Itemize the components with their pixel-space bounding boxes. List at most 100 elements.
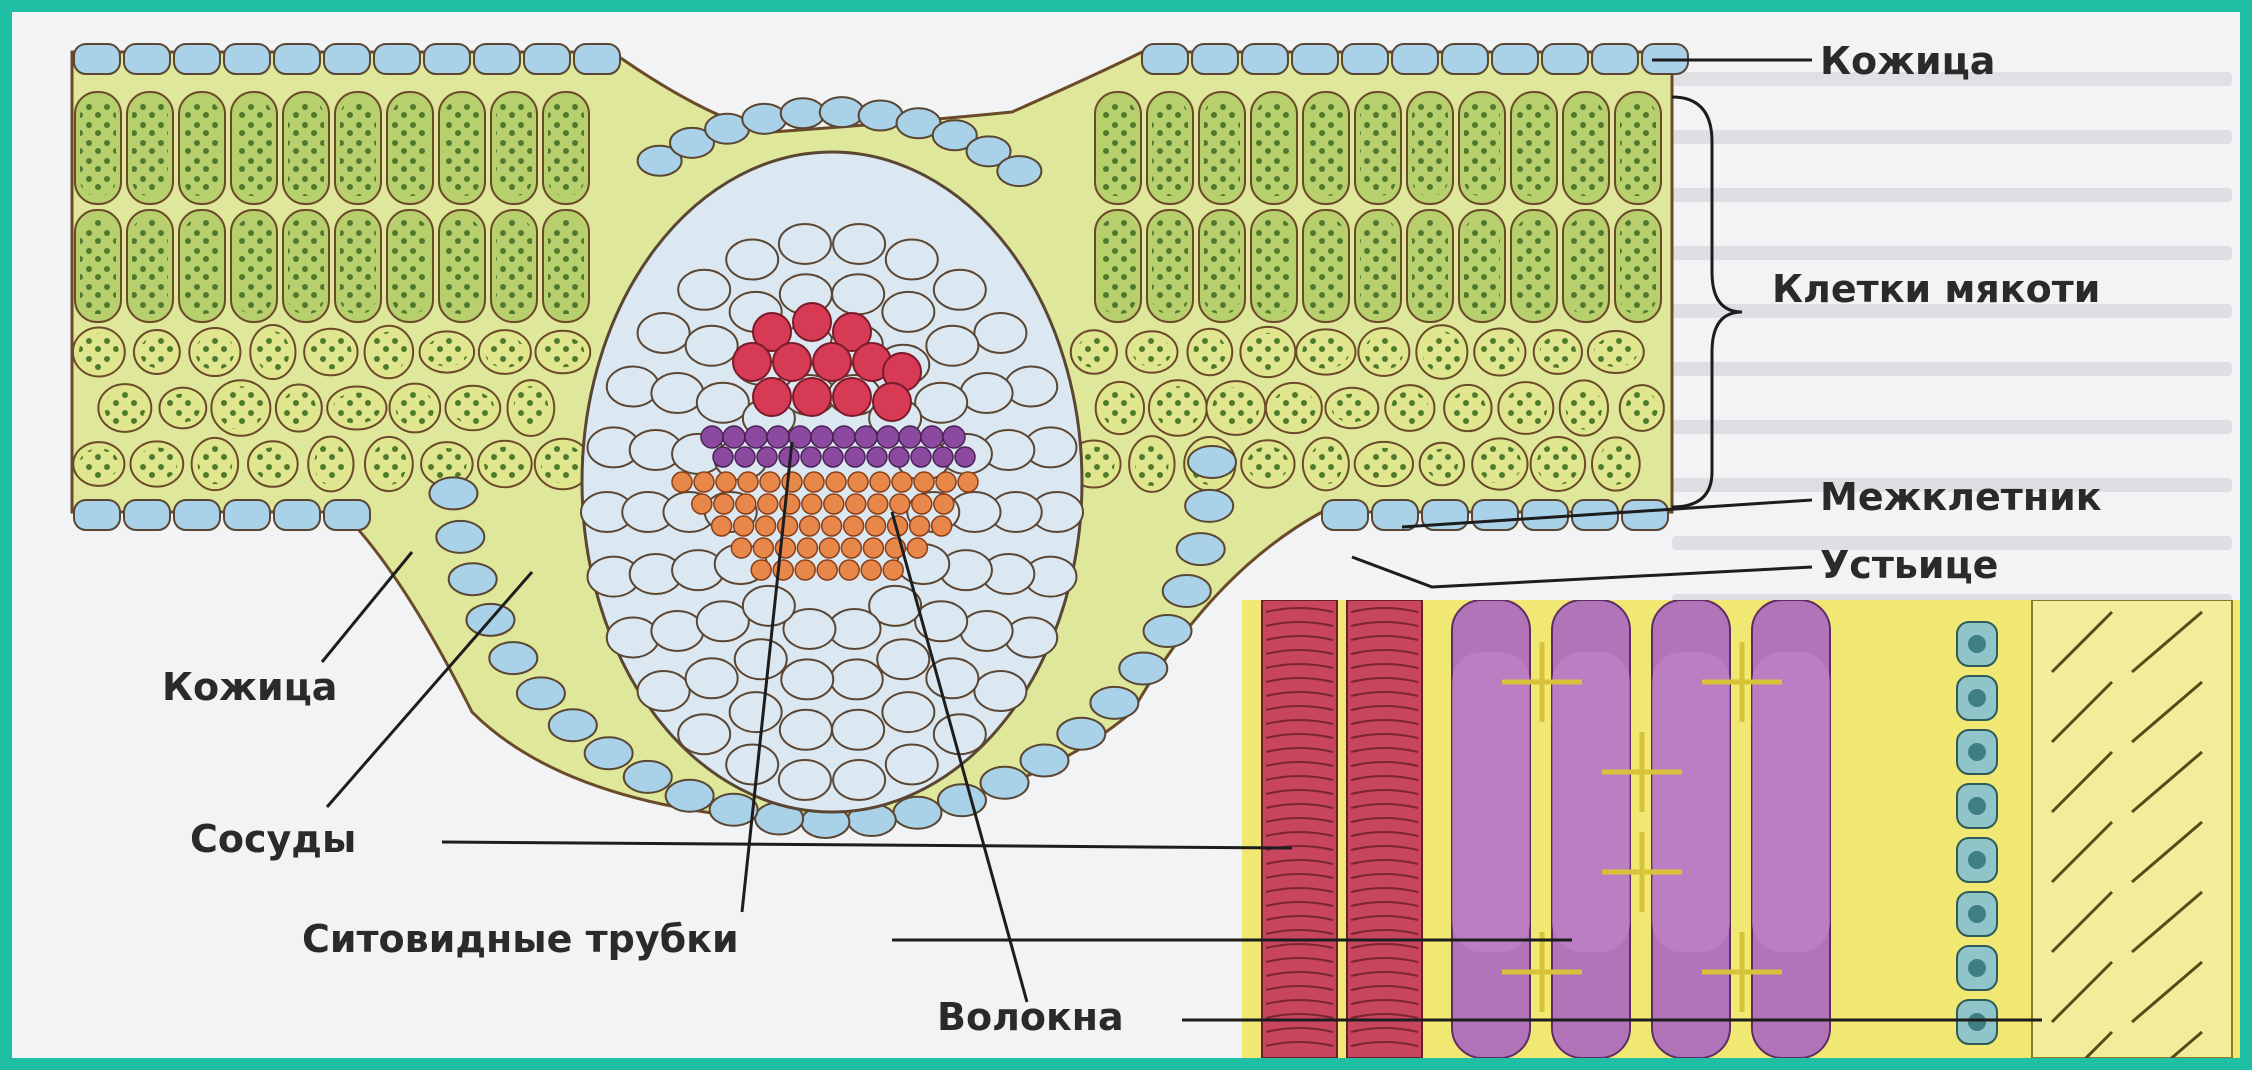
- companion-nucleus: [1968, 743, 1986, 761]
- fiber-cell: [760, 472, 780, 492]
- epidermis-cell: [1177, 533, 1225, 565]
- fiber-cell: [782, 472, 802, 492]
- chloroplasts: [1309, 444, 1343, 485]
- sieve-tube-cell: [943, 426, 965, 448]
- sheath-cell: [886, 240, 938, 280]
- sieve-tube-cell: [767, 426, 789, 448]
- epidermis-cell: [1542, 44, 1588, 74]
- chloroplasts: [1331, 394, 1372, 422]
- label-stoma: Устьице: [1820, 543, 1998, 587]
- chloroplasts: [256, 331, 289, 373]
- xylem-vessel: [873, 383, 911, 421]
- sieve-tube-cell: [911, 447, 931, 467]
- chloroplasts: [513, 386, 548, 430]
- chloroplasts: [184, 100, 220, 196]
- fiber-cell: [822, 516, 842, 536]
- epidermis-cell: [524, 44, 570, 74]
- fiber-cell: [910, 516, 930, 536]
- epidermis-cell: [1592, 44, 1638, 74]
- label-vessels: Сосуды: [190, 817, 356, 861]
- companion-nucleus: [1968, 635, 1986, 653]
- fiber-cell: [826, 472, 846, 492]
- sheath-cell: [974, 313, 1026, 353]
- chloroplasts: [1204, 100, 1240, 196]
- fiber-cell: [890, 494, 910, 514]
- sheath-cell: [833, 224, 885, 264]
- sheath-cell: [882, 692, 934, 732]
- epidermis-cell: [781, 98, 825, 128]
- chloroplasts: [288, 218, 324, 314]
- epidermis-cell: [424, 44, 470, 74]
- chloroplasts: [282, 390, 316, 425]
- label-intercellular: Межклетник: [1820, 475, 2102, 519]
- chloroplasts: [1626, 391, 1658, 425]
- sheath-cell: [638, 671, 690, 711]
- xylem-vessel: [733, 343, 771, 381]
- fiber-cell: [736, 494, 756, 514]
- chloroplasts: [1246, 333, 1289, 371]
- epidermis-cell: [1090, 687, 1138, 719]
- bg-line: [1672, 130, 2232, 144]
- sheath-cell: [877, 639, 929, 679]
- sieve-tube-cell: [713, 447, 733, 467]
- chloroplasts: [1360, 100, 1396, 196]
- epidermis-cell: [1342, 44, 1388, 74]
- fiber-cell: [846, 494, 866, 514]
- epidermis-cell: [1522, 500, 1568, 530]
- fiber-cell: [734, 516, 754, 536]
- chloroplasts: [1212, 387, 1259, 429]
- epidermis-cell: [1492, 44, 1538, 74]
- sieve-tube-cell: [723, 426, 745, 448]
- xylem-vessel: [793, 378, 831, 416]
- epidermis-cell: [74, 44, 120, 74]
- chloroplasts: [79, 334, 119, 371]
- epidermis-cell: [1185, 490, 1233, 522]
- chloroplasts: [340, 218, 376, 314]
- epidermis-cell: [1020, 744, 1068, 776]
- sheath-cell: [697, 383, 749, 423]
- fiber-cell: [797, 538, 817, 558]
- fiber-cell: [817, 560, 837, 580]
- chloroplasts: [1247, 446, 1288, 482]
- chloroplasts: [1620, 100, 1656, 196]
- fiber-cell: [775, 538, 795, 558]
- chloroplasts: [165, 394, 200, 423]
- chloroplasts: [1364, 334, 1403, 370]
- chloroplasts: [310, 335, 351, 370]
- label-sieve-tubes: Ситовидные трубки: [302, 917, 739, 961]
- sieve-tube-cell: [811, 426, 833, 448]
- epidermis-cell: [1142, 44, 1188, 74]
- sieve-tube-cell: [899, 426, 921, 448]
- chloroplasts: [392, 100, 428, 196]
- chloroplasts: [1360, 218, 1396, 314]
- epidermis-cell: [1242, 44, 1288, 74]
- sheath-cell: [961, 611, 1013, 651]
- sheath-cell: [726, 744, 778, 784]
- sheath-cell: [926, 326, 978, 366]
- chloroplasts: [1450, 391, 1485, 425]
- label-skin-bottom: Кожица: [162, 665, 337, 709]
- chloroplasts: [1102, 388, 1138, 428]
- chloroplasts: [1478, 444, 1521, 483]
- chloroplasts: [1412, 218, 1448, 314]
- chloroplasts: [1135, 442, 1168, 486]
- xylem-vessel: [793, 303, 831, 341]
- fiber-cell: [731, 538, 751, 558]
- fiber-cell: [907, 538, 927, 558]
- sieve-tube-cell: [877, 426, 899, 448]
- chloroplasts: [340, 100, 376, 196]
- sheath-cell: [726, 240, 778, 280]
- chloroplasts: [451, 392, 494, 424]
- sheath-cell: [882, 292, 934, 332]
- fiber-cell: [802, 494, 822, 514]
- sheath-cell: [779, 224, 831, 264]
- bg-line: [1672, 420, 2232, 434]
- sheath-cell: [686, 326, 738, 366]
- sieve-tube-shade: [1452, 652, 1530, 952]
- chloroplasts: [1568, 218, 1604, 314]
- sieve-tube-cell: [921, 426, 943, 448]
- sieve-tube-cell: [933, 447, 953, 467]
- xylem-vessel: [773, 343, 811, 381]
- chloroplasts: [140, 336, 174, 368]
- epidermis-cell: [517, 677, 565, 709]
